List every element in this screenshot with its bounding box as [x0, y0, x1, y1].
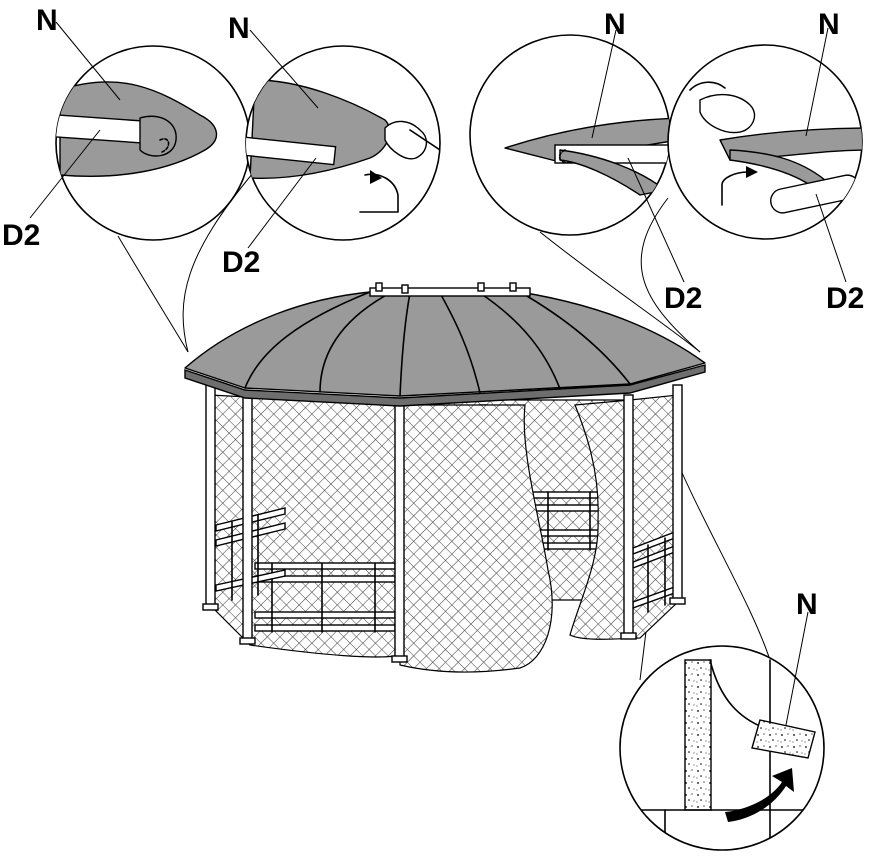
- roof-frame-band: [184, 364, 706, 407]
- label-n-3: N: [604, 8, 626, 41]
- roof-seams: [244, 291, 631, 397]
- front-pole: [242, 394, 253, 641]
- label-leaders: [29, 21, 847, 726]
- detail-circle-2: [245, 45, 441, 241]
- label-d2-3: D2: [664, 282, 702, 315]
- label-n-2: N: [228, 12, 250, 45]
- detail-circle-5: [619, 645, 825, 851]
- label-n-5: N: [796, 588, 818, 621]
- detail-circle-4: [667, 44, 863, 240]
- detail-circle-3: [469, 34, 671, 236]
- pole-feet: [202, 597, 686, 663]
- front-pole: [623, 394, 634, 636]
- label-n-4: N: [818, 8, 840, 41]
- label-d2-1: D2: [2, 219, 40, 252]
- roof-top-vent: [369, 282, 531, 297]
- front-pole: [394, 399, 405, 659]
- label-d2-2: D2: [222, 246, 260, 279]
- gazebo: [184, 282, 706, 673]
- front-pole: [672, 384, 683, 601]
- label-n-1: N: [36, 4, 58, 37]
- front-pole: [205, 384, 216, 606]
- front-center-net: [399, 404, 553, 673]
- callout-labels: N N N N N D2 D2 D2 D2: [2, 4, 864, 621]
- label-d2-4: D2: [826, 282, 864, 315]
- detail-circle-1: [55, 45, 251, 241]
